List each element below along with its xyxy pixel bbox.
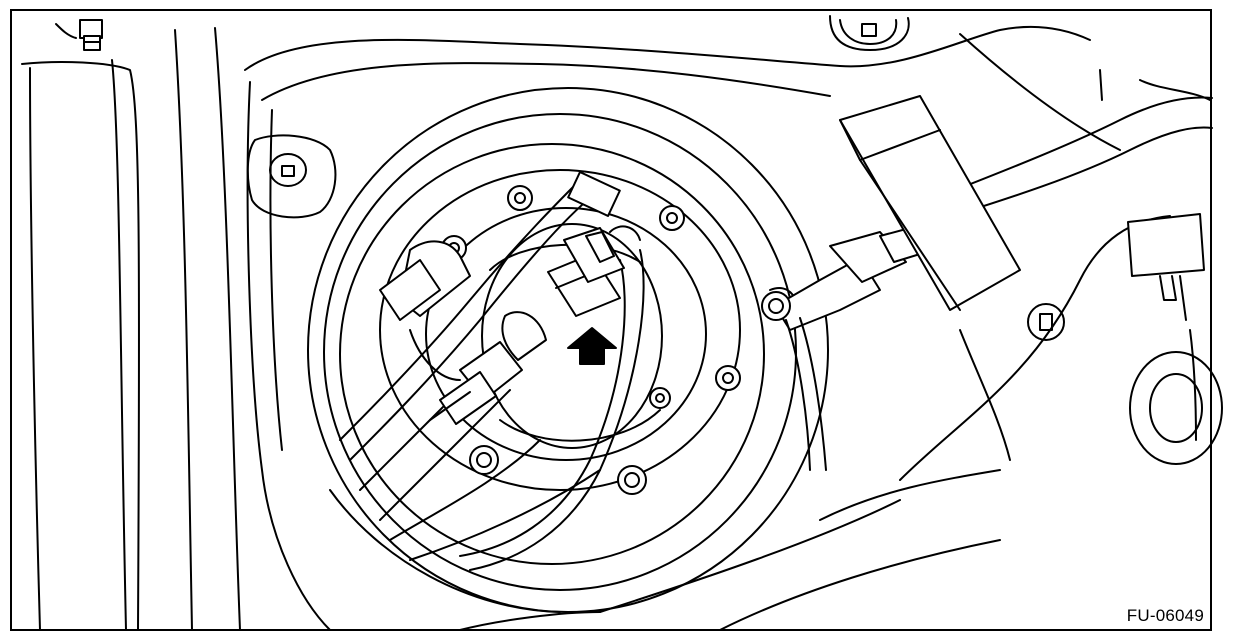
arrow-up-icon (567, 327, 617, 365)
lower-body (459, 499, 1001, 631)
body-contour (244, 15, 1211, 631)
pump-bracket (379, 240, 471, 381)
right-panel (819, 213, 1223, 521)
harness-connector (761, 227, 921, 331)
mount-boss-left (246, 134, 337, 219)
pump-flange (379, 169, 741, 491)
left-trim-panel (21, 23, 241, 631)
diagram-frame (10, 9, 1212, 631)
relay-block (839, 95, 1021, 311)
service-hole (307, 87, 829, 613)
stud-bolt (79, 19, 103, 51)
left-connector (429, 311, 547, 425)
pump-connector (547, 225, 641, 317)
figure-code: FU-06049 (1126, 606, 1204, 625)
